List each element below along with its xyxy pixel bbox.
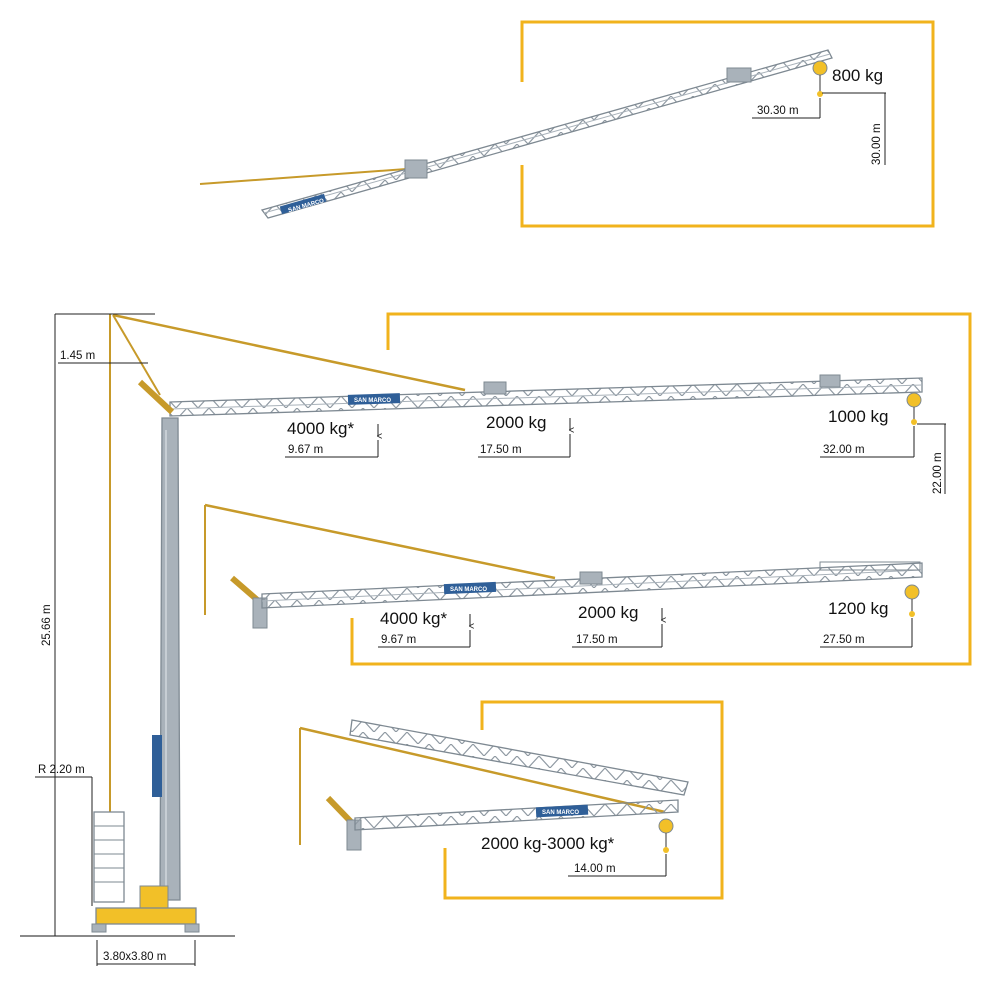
config-top: SAN MARCO 800 kg 30.30 m 30.00 m (199, 20, 935, 228)
load-27-2: 2000 kg (578, 603, 639, 622)
brand-text-32: SAN MARCO (354, 398, 391, 404)
slewing-unit (139, 885, 169, 909)
frame-folded (443, 700, 724, 900)
hook-folded (658, 818, 674, 853)
brand-panel-32 (347, 393, 401, 405)
tower: 25.66 m 1.45 m R 2.20 m 3.80x3.80 m (20, 313, 466, 966)
cable-main (112, 313, 466, 392)
load-27-1: 4000 kg* (380, 609, 447, 628)
load-32-3: 1000 kg (828, 407, 889, 426)
height-32: 22.00 m (932, 452, 944, 494)
tower-panel (152, 735, 162, 797)
reach-27-2: 17.50 m (576, 634, 618, 646)
tower-base-label: 3.80x3.80 m (103, 951, 166, 963)
reach-27-3: 27.50 m (823, 634, 865, 646)
tower-radius-label: R 2.20 m (38, 764, 85, 776)
brand-panel-top (279, 193, 327, 215)
brand-panel-27 (443, 581, 497, 595)
load-label-top: 800 kg (832, 66, 883, 85)
jib-top: SAN MARCO (260, 49, 833, 219)
config-horizontal-32: SAN MARCO 4000 kg* 9.67 m 2000 kg 17.50 … (137, 374, 946, 494)
load-27-3: 1200 kg (828, 599, 889, 618)
tower-mast (159, 417, 181, 901)
hook-32 (906, 392, 922, 425)
cable-top (199, 167, 421, 185)
config-folded: SAN MARCO 2000 kg-3000 kg* 14.00 m (299, 700, 724, 900)
jib-27: SAN MARCO (261, 561, 923, 609)
load-folded: 2000 kg-3000 kg* (481, 834, 615, 853)
jib-folded-upper (349, 719, 689, 796)
head-top (726, 67, 752, 83)
jib-folded-lower: SAN MARCO (354, 799, 679, 831)
brand-text-27: SAN MARCO (450, 587, 487, 593)
load-32-1: 4000 kg* (287, 419, 354, 438)
config-horizontal-27: SAN MARCO 4000 kg* 9.67 m 2000 kg 17.50 … (204, 503, 923, 648)
reach-label-top: 30.30 m (757, 105, 799, 117)
reach-32-2: 17.50 m (480, 444, 522, 456)
base-chassis (95, 907, 197, 925)
frame-top (520, 20, 935, 228)
jib-32: SAN MARCO (169, 374, 923, 417)
counterweight (93, 811, 125, 903)
tower-offset-label: 1.45 m (60, 350, 95, 362)
reach-folded: 14.00 m (574, 863, 616, 875)
reach-27-1: 9.67 m (381, 634, 416, 646)
frame-mid (350, 312, 972, 666)
pivot-top (404, 159, 428, 179)
hook-27 (904, 584, 920, 617)
brand-text-folded: SAN MARCO (542, 810, 579, 816)
brand-panel-folded (535, 804, 589, 818)
load-32-2: 2000 kg (486, 413, 547, 432)
reach-32-1: 9.67 m (288, 444, 323, 456)
reach-32-3: 32.00 m (823, 444, 865, 456)
height-label-top: 30.00 m (871, 123, 883, 165)
tower-height-label: 25.66 m (41, 604, 53, 646)
hook-top (812, 60, 828, 97)
